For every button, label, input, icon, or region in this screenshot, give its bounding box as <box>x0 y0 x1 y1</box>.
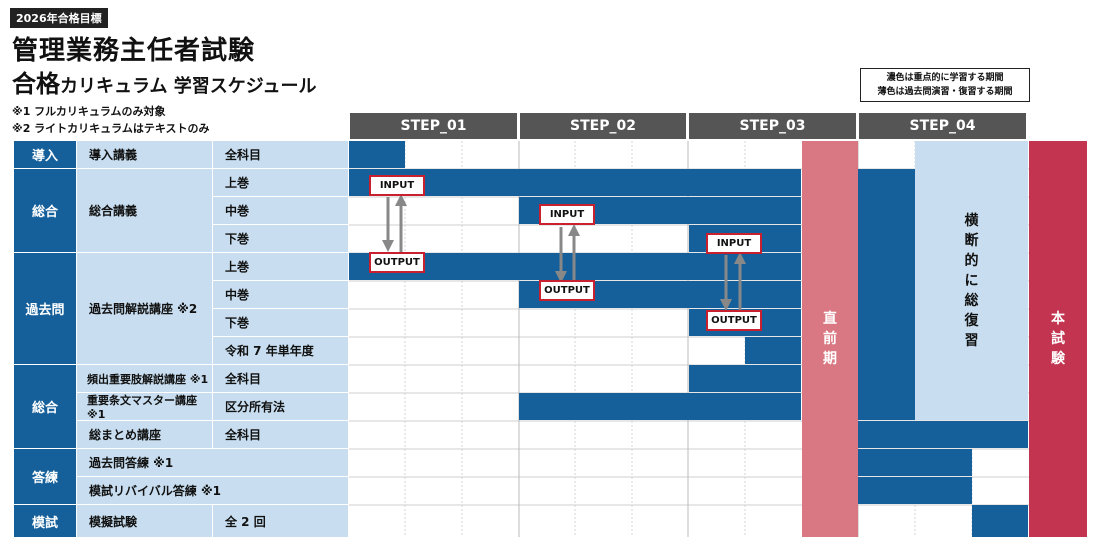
step-header-2: STEP_02 <box>520 113 686 139</box>
course-hinshutsu: 頻出重要肢解説講座 ※1 <box>77 365 212 392</box>
chokuzen-char-2: 前 <box>823 331 837 347</box>
scope-intro: 全科目 <box>213 141 348 168</box>
input-tag-3: INPUT <box>706 233 762 254</box>
output-tag-3: OUTPUT <box>706 310 762 331</box>
oudan-char-1: 横 <box>964 212 979 229</box>
oudan-char-4: に <box>964 272 979 289</box>
scope-sogo-gekan: 下巻 <box>213 225 348 252</box>
course-intro: 導入講義 <box>77 141 212 168</box>
oudan-char-6: 復 <box>964 312 979 329</box>
chokuzen-char-1: 直 <box>823 311 837 327</box>
bar-jouyou <box>519 393 801 420</box>
course-moshi: 模擬試験 <box>77 505 212 537</box>
course-sogo: 総合講義 <box>77 169 212 252</box>
subtitle-main: 合格 <box>12 70 60 98</box>
bar-hinshutsu <box>689 365 801 392</box>
oudan-char-3: 的 <box>964 252 979 269</box>
step-header-3: STEP_03 <box>689 113 856 139</box>
legend-box: 濃色は重点的に学習する期間 薄色は過去問演習・復習する期間 <box>860 68 1030 102</box>
scope-reiwa: 令和 7 年単年度 <box>213 337 348 364</box>
legend-line-dark: 濃色は重点的に学習する期間 <box>886 73 1004 83</box>
output-tag-1: OUTPUT <box>369 252 425 273</box>
course-jouyou: 重要条文マスター講座 ※1 <box>77 393 212 421</box>
oudan-char-2: 断 <box>964 232 979 249</box>
oudan-review-column: 横 断 的 に 総 復 習 <box>915 141 1028 420</box>
scope-kakomon-chukan: 中巻 <box>213 281 348 308</box>
footnote-1: ※1 フルカリキュラムのみ対象 <box>12 105 166 118</box>
input-tag-2: INPUT <box>539 204 595 225</box>
scope-sogo-joukan: 上巻 <box>213 169 348 196</box>
honshiken-char-2: 試 <box>1051 331 1065 347</box>
scope-jouyou: 区分所有法 <box>213 393 348 420</box>
scope-matome: 全科目 <box>213 421 348 448</box>
scope-kakomon-joukan: 上巻 <box>213 253 348 280</box>
page-title: 管理業務主任者試験 <box>12 36 256 66</box>
course-moshi-revival: 模試リバイバル答練 ※1 <box>77 477 348 504</box>
oudan-char-7: 習 <box>964 332 979 349</box>
chokuzen-period-column: 直 前 期 <box>802 141 858 537</box>
bar-step4-moshi <box>972 505 1028 537</box>
input-tag-1: INPUT <box>369 175 425 196</box>
bar-reiwa <box>745 337 801 364</box>
scope-moshi: 全 2 回 <box>213 505 348 537</box>
course-kakomon-toren: 過去問答練 ※1 <box>77 449 348 476</box>
honshiken-char-3: 験 <box>1051 351 1065 367</box>
category-sogo-2: 総合 <box>14 365 76 448</box>
output-tag-2: OUTPUT <box>539 280 595 301</box>
bar-step4-kakomon-toren <box>858 449 972 476</box>
footnote-2: ※2 ライトカリキュラムはテキストのみ <box>12 122 210 135</box>
category-intro: 導入 <box>14 141 76 168</box>
honshiken-column: 本 試 験 <box>1029 141 1087 537</box>
course-matome: 総まとめ講座 <box>77 421 212 448</box>
chokuzen-char-3: 期 <box>823 351 837 367</box>
year-badge: 2026年合格目標 <box>10 8 108 28</box>
course-kakomon: 過去問解説講座 ※2 <box>77 253 212 364</box>
scope-sogo-chukan: 中巻 <box>213 197 348 224</box>
category-moshi: 模試 <box>14 505 76 537</box>
step-header-1: STEP_01 <box>350 113 517 139</box>
scope-hinshutsu: 全科目 <box>213 365 348 392</box>
category-toren: 答練 <box>14 449 76 504</box>
bar-step4-moshi-revival <box>858 477 972 504</box>
honshiken-char-1: 本 <box>1051 311 1065 327</box>
subtitle-sub: カリキュラム 学習スケジュール <box>60 76 317 97</box>
bar-step4-matome <box>858 421 1028 448</box>
legend-line-light: 薄色は過去問演習・復習する期間 <box>877 87 1013 97</box>
category-sogo-1: 総合 <box>14 169 76 252</box>
bar-intro <box>349 141 405 168</box>
scope-kakomon-gekan: 下巻 <box>213 309 348 336</box>
oudan-char-5: 総 <box>964 292 979 309</box>
step-header-4: STEP_04 <box>859 113 1026 139</box>
category-kakomon: 過去問 <box>14 253 76 364</box>
page-subtitle: 合格カリキュラム 学習スケジュール <box>12 64 316 99</box>
bar-step4-sogo-kakomon <box>858 169 915 420</box>
